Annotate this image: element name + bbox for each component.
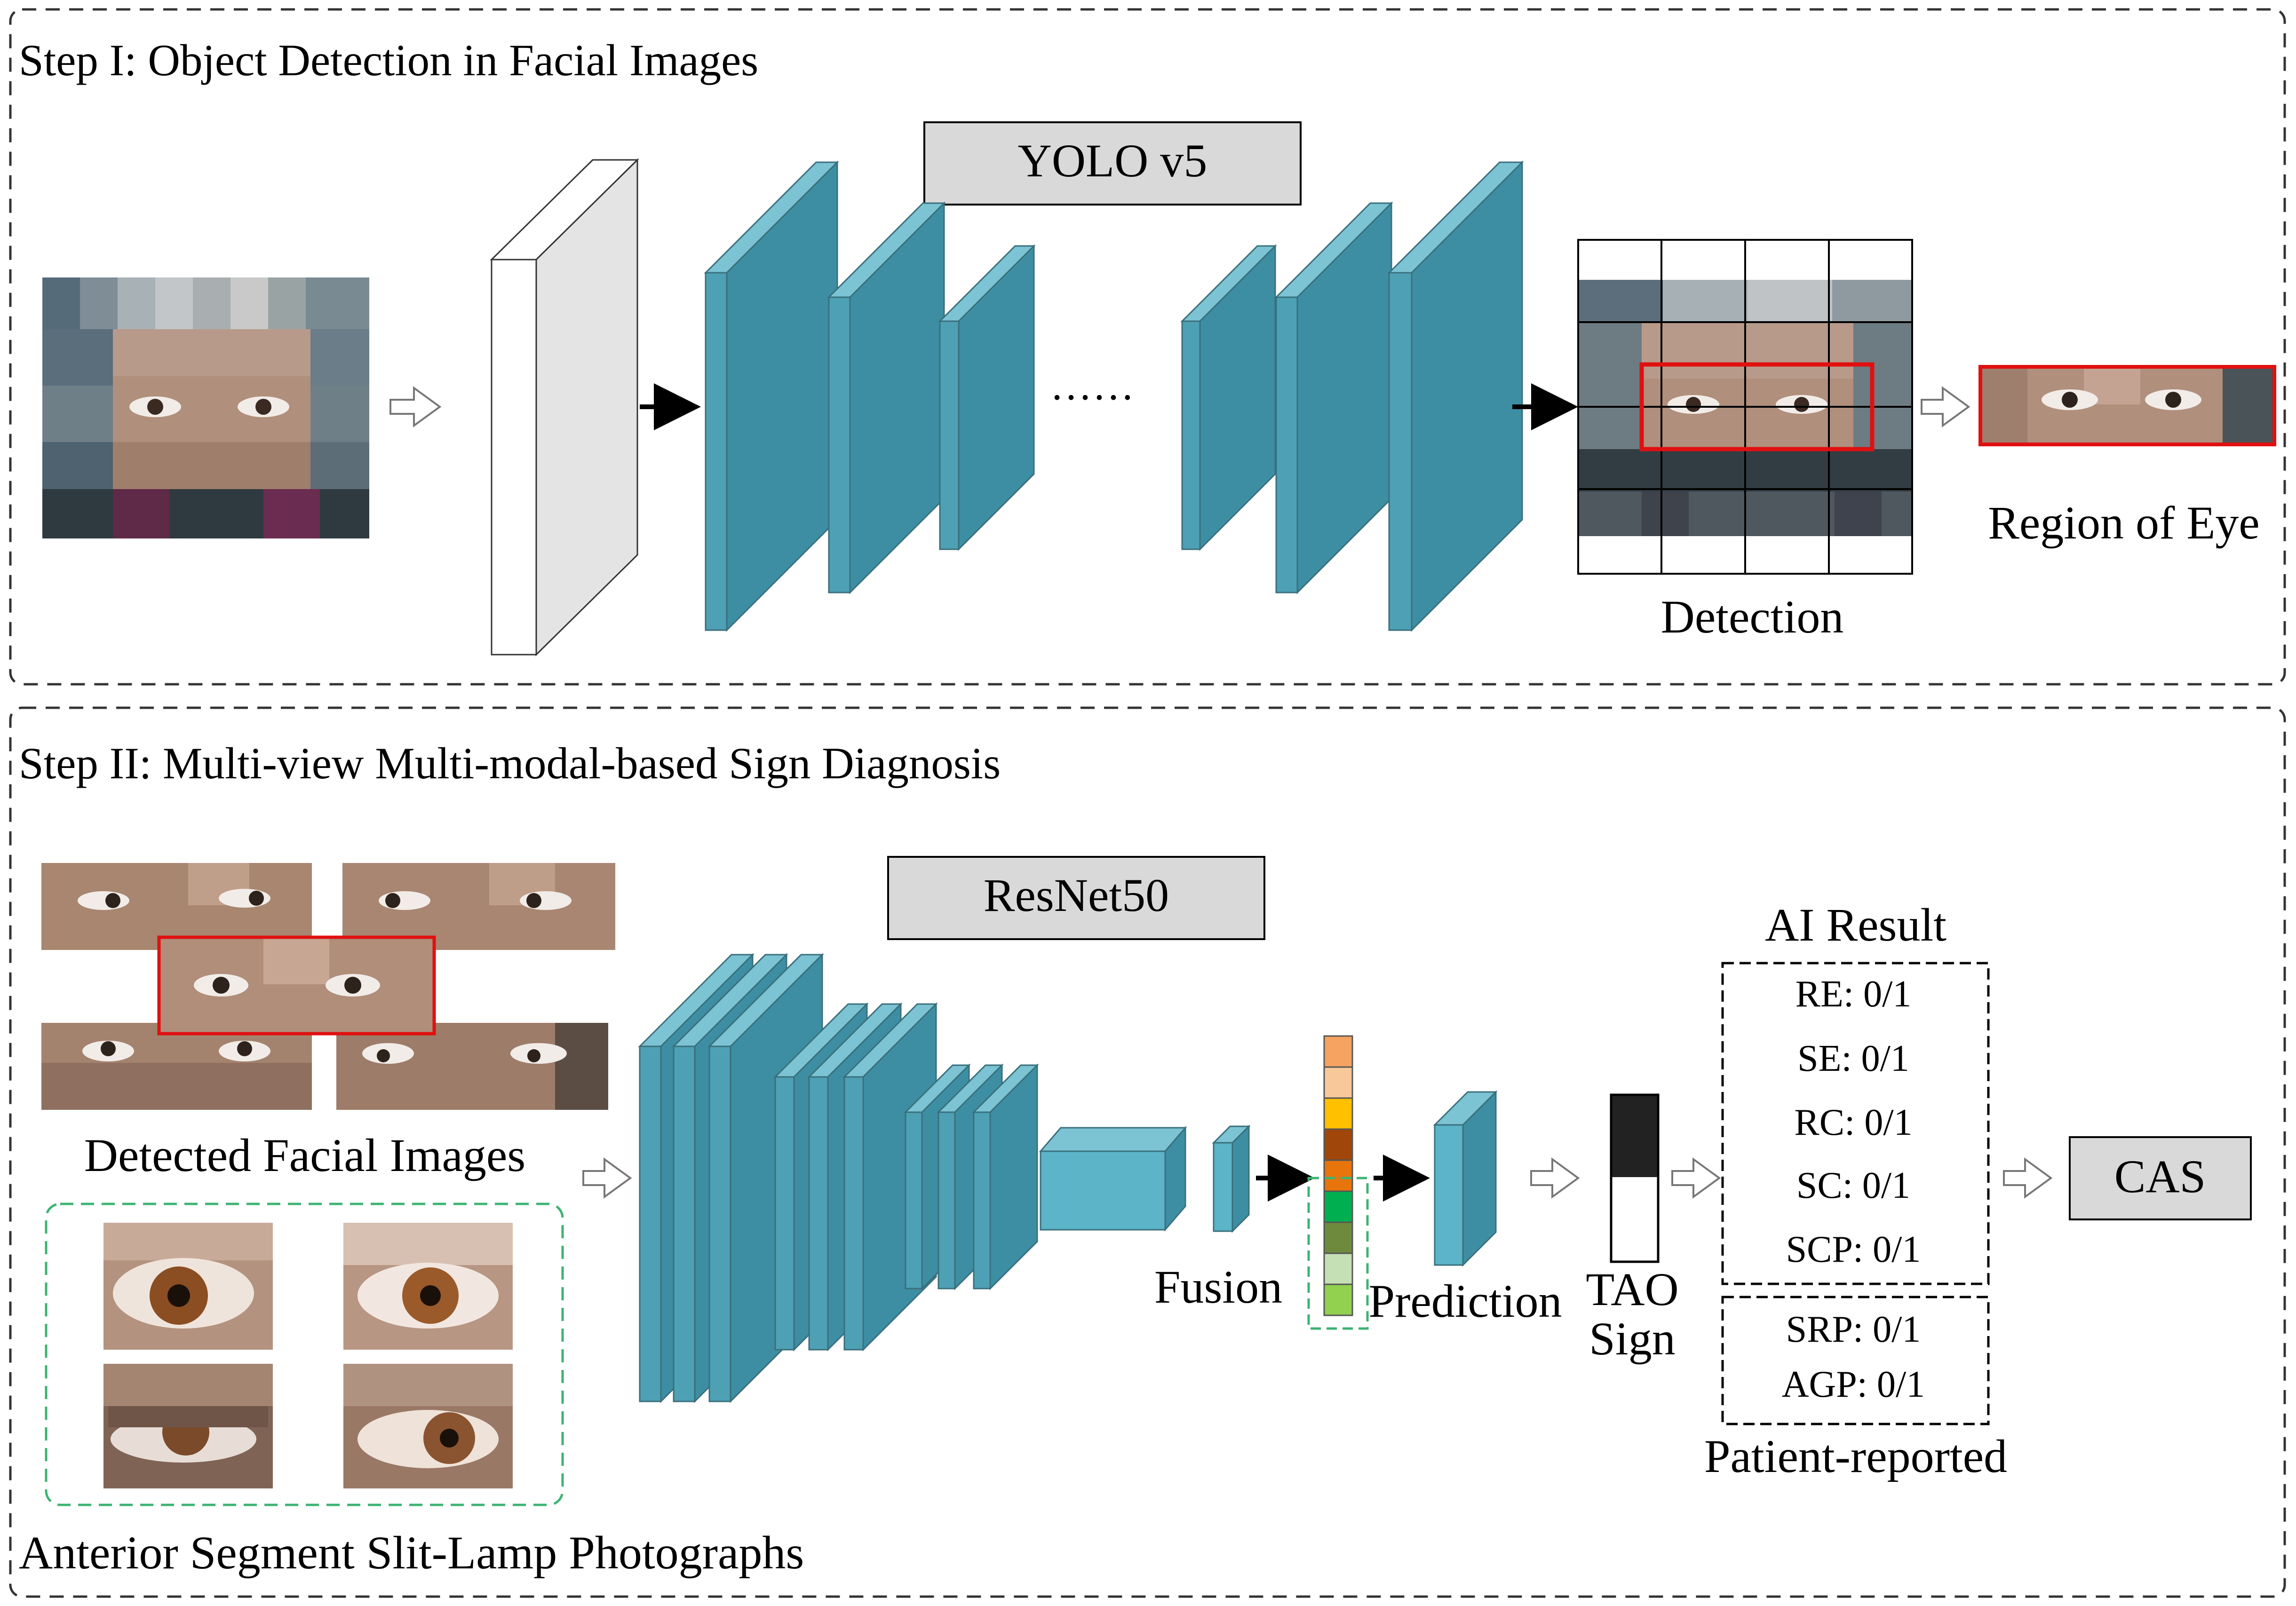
fusion-label: Fusion [1154, 1261, 1282, 1313]
network-layer [827, 201, 946, 594]
feature-vector [1323, 1035, 1353, 1316]
yolo-label: YOLO v5 [1018, 134, 1208, 187]
cas-label: CAS [2114, 1150, 2206, 1203]
hollow-arrow-icon [1530, 1157, 1580, 1199]
hollow-arrow-icon [1671, 1157, 1721, 1199]
network-layer [1387, 160, 1524, 632]
detected-facial-images [41, 863, 615, 1110]
network-layer [1274, 201, 1393, 594]
layer-ellipsis: ······ [1050, 374, 1135, 421]
network-layer [704, 160, 839, 632]
slitlamp-photo [103, 1223, 273, 1350]
ai-result-scp: SCP: 0/1 [1786, 1229, 1921, 1270]
resnet-label: ResNet50 [984, 869, 1169, 921]
hollow-arrow-icon [1921, 386, 1970, 427]
feature-cell [1323, 1097, 1353, 1130]
sign-label: Sign [1589, 1313, 1675, 1365]
fusion-block [1212, 1124, 1251, 1233]
hollow-arrow-icon [582, 1157, 632, 1199]
ai-result-rc: RC: 0/1 [1794, 1102, 1912, 1143]
ai-result-box [1721, 962, 1990, 1285]
ai-result-re: RE: 0/1 [1795, 973, 1912, 1015]
patient-result-srp: SRP: 0/1 [1786, 1309, 1921, 1350]
eye-view-image [41, 863, 312, 950]
slitlamp-photos [103, 1223, 513, 1488]
patient-reported-label: Patient-reported [1704, 1430, 2007, 1482]
detected-images-label: Detected Facial Images [84, 1129, 525, 1181]
resnet-label-box [887, 856, 1265, 940]
network-layer [938, 244, 1036, 551]
cas-box [2069, 1136, 2252, 1220]
step2-panel: Step II: Multi-view Multi-modal-based Si… [9, 706, 2286, 1598]
eye-region-image [1978, 365, 2276, 446]
detection-label: Detection [1661, 591, 1844, 643]
network-layer [1180, 244, 1277, 551]
slitlamp-label: Anterior Segment Slit-Lamp Photographs [19, 1527, 804, 1579]
selected-feature-box [1307, 1177, 1369, 1330]
prediction-block [1433, 1090, 1498, 1267]
detection-grid-image [1577, 239, 1913, 575]
resnet-layer-stack [638, 953, 1039, 1403]
feature-cell [1323, 1035, 1353, 1068]
hollow-arrow-icon [2003, 1157, 2053, 1199]
slitlamp-photo [343, 1223, 513, 1350]
tao-sign-output [1610, 1093, 1660, 1263]
prediction-label: Prediction [1368, 1275, 1562, 1327]
step1-title: Step I: Object Detection in Facial Image… [19, 35, 758, 85]
eye-view-image [41, 1023, 312, 1110]
input-face-image [42, 277, 369, 538]
slitlamp-photo [103, 1364, 273, 1488]
ai-result-se: SE: 0/1 [1797, 1038, 1909, 1079]
patient-result-agp: AGP: 0/1 [1782, 1364, 1925, 1405]
feature-cell [1323, 1221, 1353, 1254]
yolo-layer-stack [704, 160, 1524, 632]
feature-cell [1323, 1283, 1353, 1316]
feature-cell [1323, 1066, 1353, 1099]
yolo-label-box [923, 121, 1302, 206]
eye-view-image [342, 863, 615, 950]
feature-cell [1323, 1159, 1353, 1192]
step1-panel: Step I: Object Detection in Facial Image… [9, 8, 2286, 686]
step1-border [9, 8, 2286, 686]
eye-region-label: Region of Eye [1988, 497, 2260, 549]
network-layer [972, 1063, 1039, 1290]
tao-label: TAO [1586, 1263, 1679, 1315]
ai-result-sc: SC: 0/1 [1796, 1165, 1910, 1206]
eye-view-image [336, 1023, 608, 1110]
patient-reported-box [1721, 1296, 1990, 1425]
slitlamp-group-border [45, 1203, 564, 1506]
detection-bounding-box [1639, 362, 1875, 451]
feature-cell [1323, 1190, 1353, 1223]
ai-result-title: AI Result [1765, 899, 1946, 951]
input-layer [490, 158, 639, 657]
feature-cell [1323, 1252, 1353, 1285]
fc-block [1039, 1125, 1187, 1232]
feature-cell [1323, 1128, 1353, 1161]
slitlamp-photo [343, 1364, 513, 1488]
hollow-arrow-icon [389, 386, 442, 427]
step2-title: Step II: Multi-view Multi-modal-based Si… [19, 738, 1001, 788]
eye-view-image-front [157, 935, 436, 1036]
